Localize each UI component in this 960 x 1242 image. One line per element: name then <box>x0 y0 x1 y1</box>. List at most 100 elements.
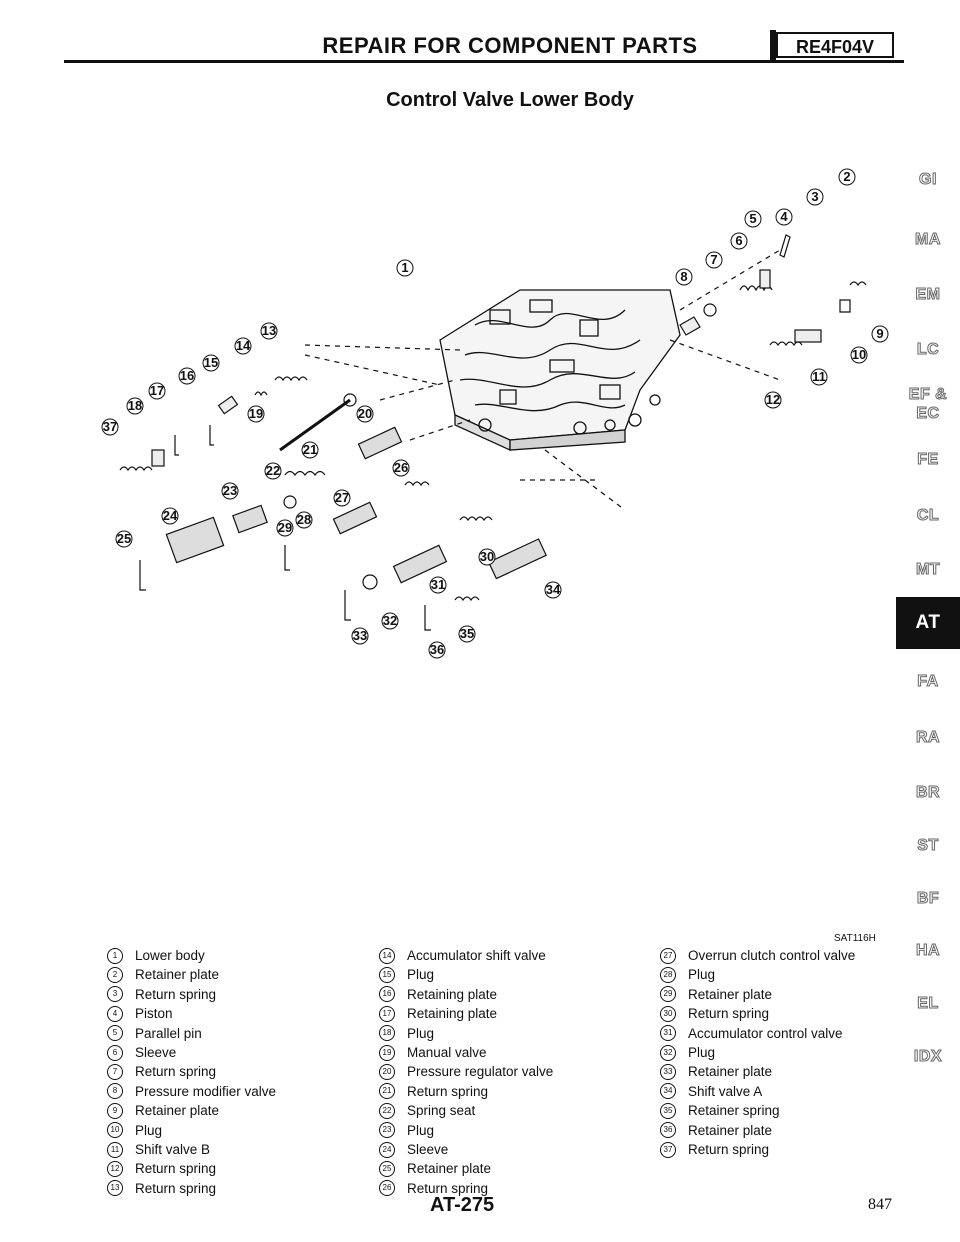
tab-ef-ec[interactable]: EF &EC <box>908 386 948 423</box>
svg-text:25: 25 <box>117 531 131 546</box>
callout-37: 37 <box>101 418 119 436</box>
svg-text:28: 28 <box>297 512 311 527</box>
svg-text:33: 33 <box>353 628 367 643</box>
tab-br[interactable]: BR <box>915 784 941 802</box>
callout-18: 18 <box>126 397 144 415</box>
svg-text:17: 17 <box>150 383 164 398</box>
callout-14: 14 <box>234 337 252 355</box>
tab-lc[interactable]: LC <box>916 341 940 359</box>
tab-st[interactable]: ST <box>917 837 939 855</box>
exploded-view-diagram: 1 2 3 4 5 6 7 8 9 10 11 12 13 14 15 16 1… <box>101 168 889 659</box>
svg-text:7: 7 <box>710 252 717 267</box>
svg-text:36: 36 <box>430 642 444 657</box>
callout-17: 17 <box>148 382 166 400</box>
svg-text:13: 13 <box>262 323 276 338</box>
page-code: AT-275 <box>430 1194 495 1216</box>
left-parts <box>119 344 626 631</box>
tab-fe[interactable]: FE <box>917 451 939 469</box>
callout-6: 6 <box>730 232 748 250</box>
tab-fa[interactable]: FA <box>917 673 939 691</box>
figure-code: SAT116H <box>834 933 876 944</box>
svg-text:2: 2 <box>843 169 850 184</box>
svg-text:10: 10 <box>852 347 866 362</box>
tab-ma[interactable]: MA <box>915 231 941 249</box>
svg-text:19: 19 <box>249 406 263 421</box>
svg-text:3: 3 <box>811 189 818 204</box>
tab-em[interactable]: EM <box>915 286 941 304</box>
callout-13: 13 <box>260 322 278 340</box>
svg-text:37: 37 <box>103 419 117 434</box>
callout-10: 10 <box>850 346 868 364</box>
callout-12: 12 <box>764 391 782 409</box>
tab-idx[interactable]: IDX <box>913 1048 943 1066</box>
tab-el[interactable]: EL <box>917 995 939 1013</box>
callout-5: 5 <box>744 210 762 228</box>
svg-text:9: 9 <box>876 326 883 341</box>
tab-ra[interactable]: RA <box>915 729 941 747</box>
callout-16: 16 <box>178 367 196 385</box>
svg-text:32: 32 <box>383 613 397 628</box>
callout-labels: 1 2 3 4 5 6 7 8 9 10 11 12 13 14 15 16 1… <box>101 168 889 659</box>
callout-25: 25 <box>115 530 133 548</box>
tab-ha[interactable]: HA <box>915 942 941 960</box>
tab-bf[interactable]: BF <box>916 890 940 908</box>
svg-text:12: 12 <box>766 392 780 407</box>
upper-right-parts <box>669 234 867 381</box>
tab-at[interactable]: AT <box>896 597 960 649</box>
svg-text:15: 15 <box>204 355 218 370</box>
callout-3: 3 <box>806 188 824 206</box>
svg-text:22: 22 <box>266 463 280 478</box>
svg-text:35: 35 <box>460 626 474 641</box>
callout-8: 8 <box>675 268 693 286</box>
callout-26: 26 <box>392 459 410 477</box>
svg-text:29: 29 <box>278 520 292 535</box>
callout-33: 33 <box>351 627 369 645</box>
callout-1: 1 <box>396 259 414 277</box>
svg-text:34: 34 <box>546 582 561 597</box>
callout-23: 23 <box>221 482 239 500</box>
tab-cl[interactable]: CL <box>916 507 940 525</box>
svg-text:5: 5 <box>749 211 756 226</box>
tab-mt[interactable]: MT <box>915 561 941 579</box>
section-title: Control Valve Lower Body <box>386 89 634 111</box>
callout-32: 32 <box>381 612 399 630</box>
lower-body-illustration <box>439 289 681 452</box>
callout-19: 19 <box>247 405 265 423</box>
tab-gi[interactable]: GI <box>919 171 937 189</box>
callout-11: 11 <box>810 368 828 386</box>
callout-4: 4 <box>775 208 793 226</box>
svg-text:31: 31 <box>431 577 445 592</box>
svg-text:27: 27 <box>335 490 349 505</box>
callout-7: 7 <box>705 251 723 269</box>
svg-text:8: 8 <box>680 269 687 284</box>
callout-20: 20 <box>356 405 374 423</box>
callout-35: 35 <box>458 625 476 643</box>
svg-text:1: 1 <box>401 260 408 275</box>
callout-21: 21 <box>301 441 319 459</box>
callout-22: 22 <box>264 462 282 480</box>
callout-34: 34 <box>544 581 562 599</box>
